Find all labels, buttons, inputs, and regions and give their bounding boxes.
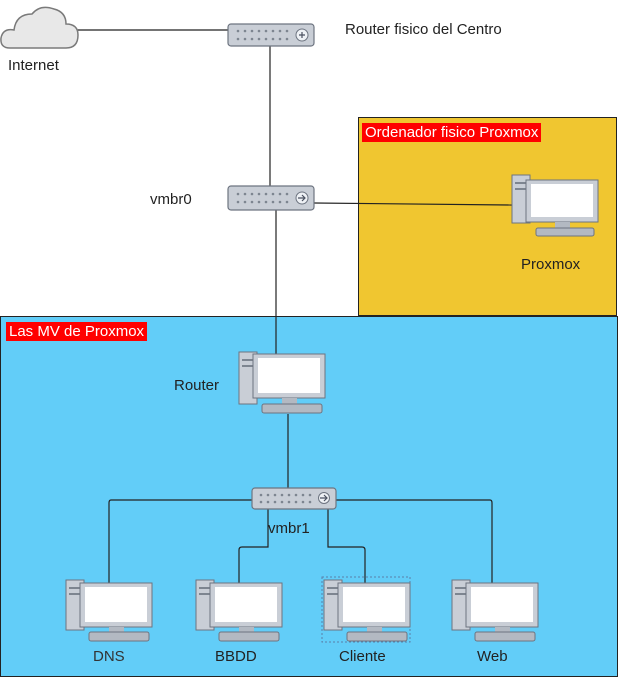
router-fisico-label: Router fisico del Centro (345, 21, 502, 38)
link-vmbr1-dns (108, 499, 252, 585)
link-vmbr0-proxmox (313, 202, 513, 206)
vm-zone-label: Las MV de Proxmox (6, 322, 148, 341)
vmbr1-label: vmbr1 (268, 520, 310, 537)
link-vmbr1-cliente (327, 508, 366, 585)
link-vmbr1-web (336, 499, 493, 585)
internet-label: Internet (8, 57, 59, 74)
bbdd-label: BBDD (215, 648, 257, 665)
link-vmbr1-bbdd (238, 508, 269, 585)
dns-label: DNS (93, 648, 125, 665)
web-label: Web (477, 648, 508, 665)
proxmox-label: Proxmox (521, 256, 581, 273)
vmbr0-label: vmbr0 (150, 191, 192, 208)
cliente-label: Cliente (339, 648, 386, 665)
proxmox-host-zone-label: Ordenador fisico Proxmox (362, 123, 542, 142)
router-vm-label: Router (174, 377, 220, 394)
